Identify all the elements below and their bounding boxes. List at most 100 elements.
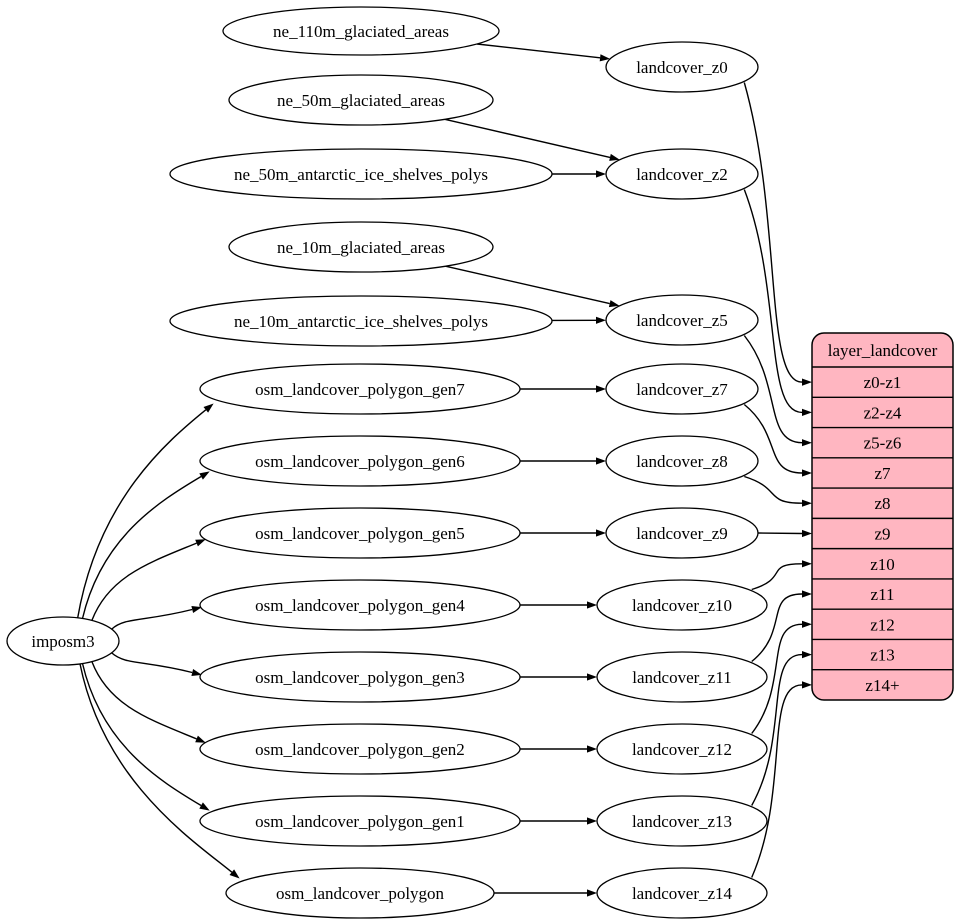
arrowhead-icon bbox=[802, 590, 812, 598]
node-landcover_z13: landcover_z13 bbox=[596, 795, 768, 847]
node-ellipse bbox=[199, 363, 521, 415]
edge-imposm3-to-osm_landcover_polygon_gen4 bbox=[111, 606, 202, 630]
edge-path bbox=[751, 593, 803, 663]
node-label: landcover_z5 bbox=[636, 311, 728, 330]
arrowhead-icon bbox=[195, 539, 206, 547]
node-ellipse bbox=[199, 435, 521, 487]
edge-path bbox=[91, 542, 197, 621]
edge-imposm3-to-osm_landcover_polygon_gen5 bbox=[91, 539, 206, 621]
edge-path bbox=[81, 475, 202, 619]
node-label: landcover_z13 bbox=[632, 812, 732, 831]
node-label: ne_10m_antarctic_ice_shelves_polys bbox=[234, 312, 488, 331]
arrowhead-icon bbox=[609, 153, 620, 161]
node-label: ne_10m_glaciated_areas bbox=[277, 238, 445, 257]
node-landcover_z10: landcover_z10 bbox=[596, 579, 768, 631]
edge-path bbox=[81, 663, 202, 807]
node-landcover_z2: landcover_z2 bbox=[605, 148, 759, 200]
table-row-z14+: z14+ bbox=[865, 676, 899, 695]
edge-path bbox=[743, 403, 803, 474]
edge-landcover_z13-to-layer_landcover-z13 bbox=[751, 651, 812, 806]
node-ellipse bbox=[596, 795, 768, 847]
node-ne_10m_antarctic_ice_shelves_polys: ne_10m_antarctic_ice_shelves_polys bbox=[169, 295, 553, 347]
arrowhead-icon bbox=[587, 889, 597, 897]
table-row-label: z8 bbox=[874, 494, 890, 513]
node-osm_landcover_polygon_gen5: osm_landcover_polygon_gen5 bbox=[199, 507, 521, 559]
node-osm_landcover_polygon_gen2: osm_landcover_polygon_gen2 bbox=[199, 723, 521, 775]
arrowhead-icon bbox=[203, 403, 214, 413]
table-row-z5-z6: z5-z6 bbox=[864, 434, 902, 453]
edge-ne_10m_glaciated_areas-to-landcover_z5 bbox=[445, 265, 620, 308]
table-layer_landcover: layer_landcoverz0-z1z2-z4z5-z6z7z8z9z10z… bbox=[811, 332, 954, 701]
edge-path bbox=[91, 661, 197, 740]
edge-imposm3-to-osm_landcover_polygon_gen1 bbox=[81, 663, 210, 811]
node-ne_50m_antarctic_ice_shelves_polys: ne_50m_antarctic_ice_shelves_polys bbox=[169, 148, 553, 200]
edge-path bbox=[111, 652, 193, 674]
node-label: ne_50m_antarctic_ice_shelves_polys bbox=[234, 165, 488, 184]
arrowhead-icon bbox=[608, 300, 620, 308]
node-label: osm_landcover_polygon_gen2 bbox=[255, 740, 465, 759]
edge-path bbox=[445, 265, 610, 305]
node-label: landcover_z14 bbox=[632, 884, 733, 903]
table-title: layer_landcover bbox=[828, 341, 938, 360]
table-row-z7: z7 bbox=[874, 464, 891, 483]
node-label: landcover_z8 bbox=[636, 452, 728, 471]
edge-osm_landcover_polygon_gen3-to-landcover_z11 bbox=[520, 673, 597, 681]
node-label: osm_landcover_polygon_gen1 bbox=[255, 812, 465, 831]
node-osm_landcover_polygon: osm_landcover_polygon bbox=[225, 867, 495, 919]
node-label: landcover_z12 bbox=[632, 740, 732, 759]
node-osm_landcover_polygon_gen4: osm_landcover_polygon_gen4 bbox=[199, 579, 521, 631]
arrowhead-icon bbox=[596, 316, 606, 324]
edge-imposm3-to-osm_landcover_polygon bbox=[79, 663, 240, 879]
table-row-z0-z1: z0-z1 bbox=[864, 373, 902, 392]
edge-ne_50m_glaciated_areas-to-landcover_z2 bbox=[444, 118, 620, 161]
node-label: landcover_z9 bbox=[636, 524, 728, 543]
node-layer: imposm3ne_110m_glaciated_areasne_50m_gla… bbox=[6, 6, 954, 919]
arrowhead-icon bbox=[587, 601, 597, 609]
edge-osm_landcover_polygon_gen1-to-landcover_z13 bbox=[520, 817, 597, 825]
node-label: landcover_z10 bbox=[632, 596, 732, 615]
edge-osm_landcover_polygon_gen5-to-landcover_z9 bbox=[520, 529, 606, 537]
node-ellipse bbox=[222, 6, 500, 56]
node-landcover_z8: landcover_z8 bbox=[605, 435, 759, 487]
edge-landcover_z14-to-layer_landcover-z14+ bbox=[751, 681, 812, 878]
node-ellipse bbox=[169, 148, 553, 200]
node-ellipse bbox=[169, 295, 553, 347]
edge-path bbox=[476, 43, 601, 59]
arrowhead-icon bbox=[587, 745, 597, 753]
node-landcover_z7: landcover_z7 bbox=[605, 363, 759, 415]
table-row-label: z14+ bbox=[865, 676, 899, 695]
node-landcover_z5: landcover_z5 bbox=[605, 294, 759, 346]
node-label: osm_landcover_polygon_gen7 bbox=[255, 380, 465, 399]
arrowhead-icon bbox=[599, 54, 611, 62]
edge-imposm3-to-osm_landcover_polygon_gen3 bbox=[111, 652, 202, 676]
table-row-label: z7 bbox=[874, 464, 891, 483]
table-row-label: z11 bbox=[871, 585, 895, 604]
node-ellipse bbox=[596, 651, 768, 703]
edge-path bbox=[444, 118, 611, 159]
edge-landcover_z12-to-layer_landcover-z12 bbox=[751, 620, 812, 734]
node-ne_110m_glaciated_areas: ne_110m_glaciated_areas bbox=[222, 6, 500, 56]
edge-path bbox=[751, 684, 803, 878]
edge-path bbox=[751, 653, 803, 806]
arrowhead-icon bbox=[587, 673, 597, 681]
node-ellipse bbox=[228, 221, 494, 273]
node-ellipse bbox=[596, 723, 768, 775]
node-ellipse bbox=[6, 616, 120, 666]
node-ellipse bbox=[605, 507, 759, 559]
arrowhead-icon bbox=[596, 170, 606, 178]
arrowhead-icon bbox=[802, 439, 812, 447]
node-label: osm_landcover_polygon bbox=[276, 884, 445, 903]
node-label: landcover_z2 bbox=[636, 165, 728, 184]
node-ellipse bbox=[199, 651, 521, 703]
arrowhead-icon bbox=[596, 457, 606, 465]
node-ne_10m_glaciated_areas: ne_10m_glaciated_areas bbox=[228, 221, 494, 273]
edge-landcover_z9-to-layer_landcover-z9 bbox=[757, 529, 812, 538]
node-ellipse bbox=[225, 867, 495, 919]
arrowhead-icon bbox=[802, 620, 812, 628]
edge-osm_landcover_polygon_gen7-to-landcover_z7 bbox=[520, 385, 606, 393]
node-landcover_z12: landcover_z12 bbox=[596, 723, 768, 775]
node-imposm3: imposm3 bbox=[6, 616, 120, 666]
edge-imposm3-to-osm_landcover_polygon_gen7 bbox=[77, 403, 214, 618]
edge-landcover_z0-to-layer_landcover-z0-z1 bbox=[743, 82, 812, 386]
